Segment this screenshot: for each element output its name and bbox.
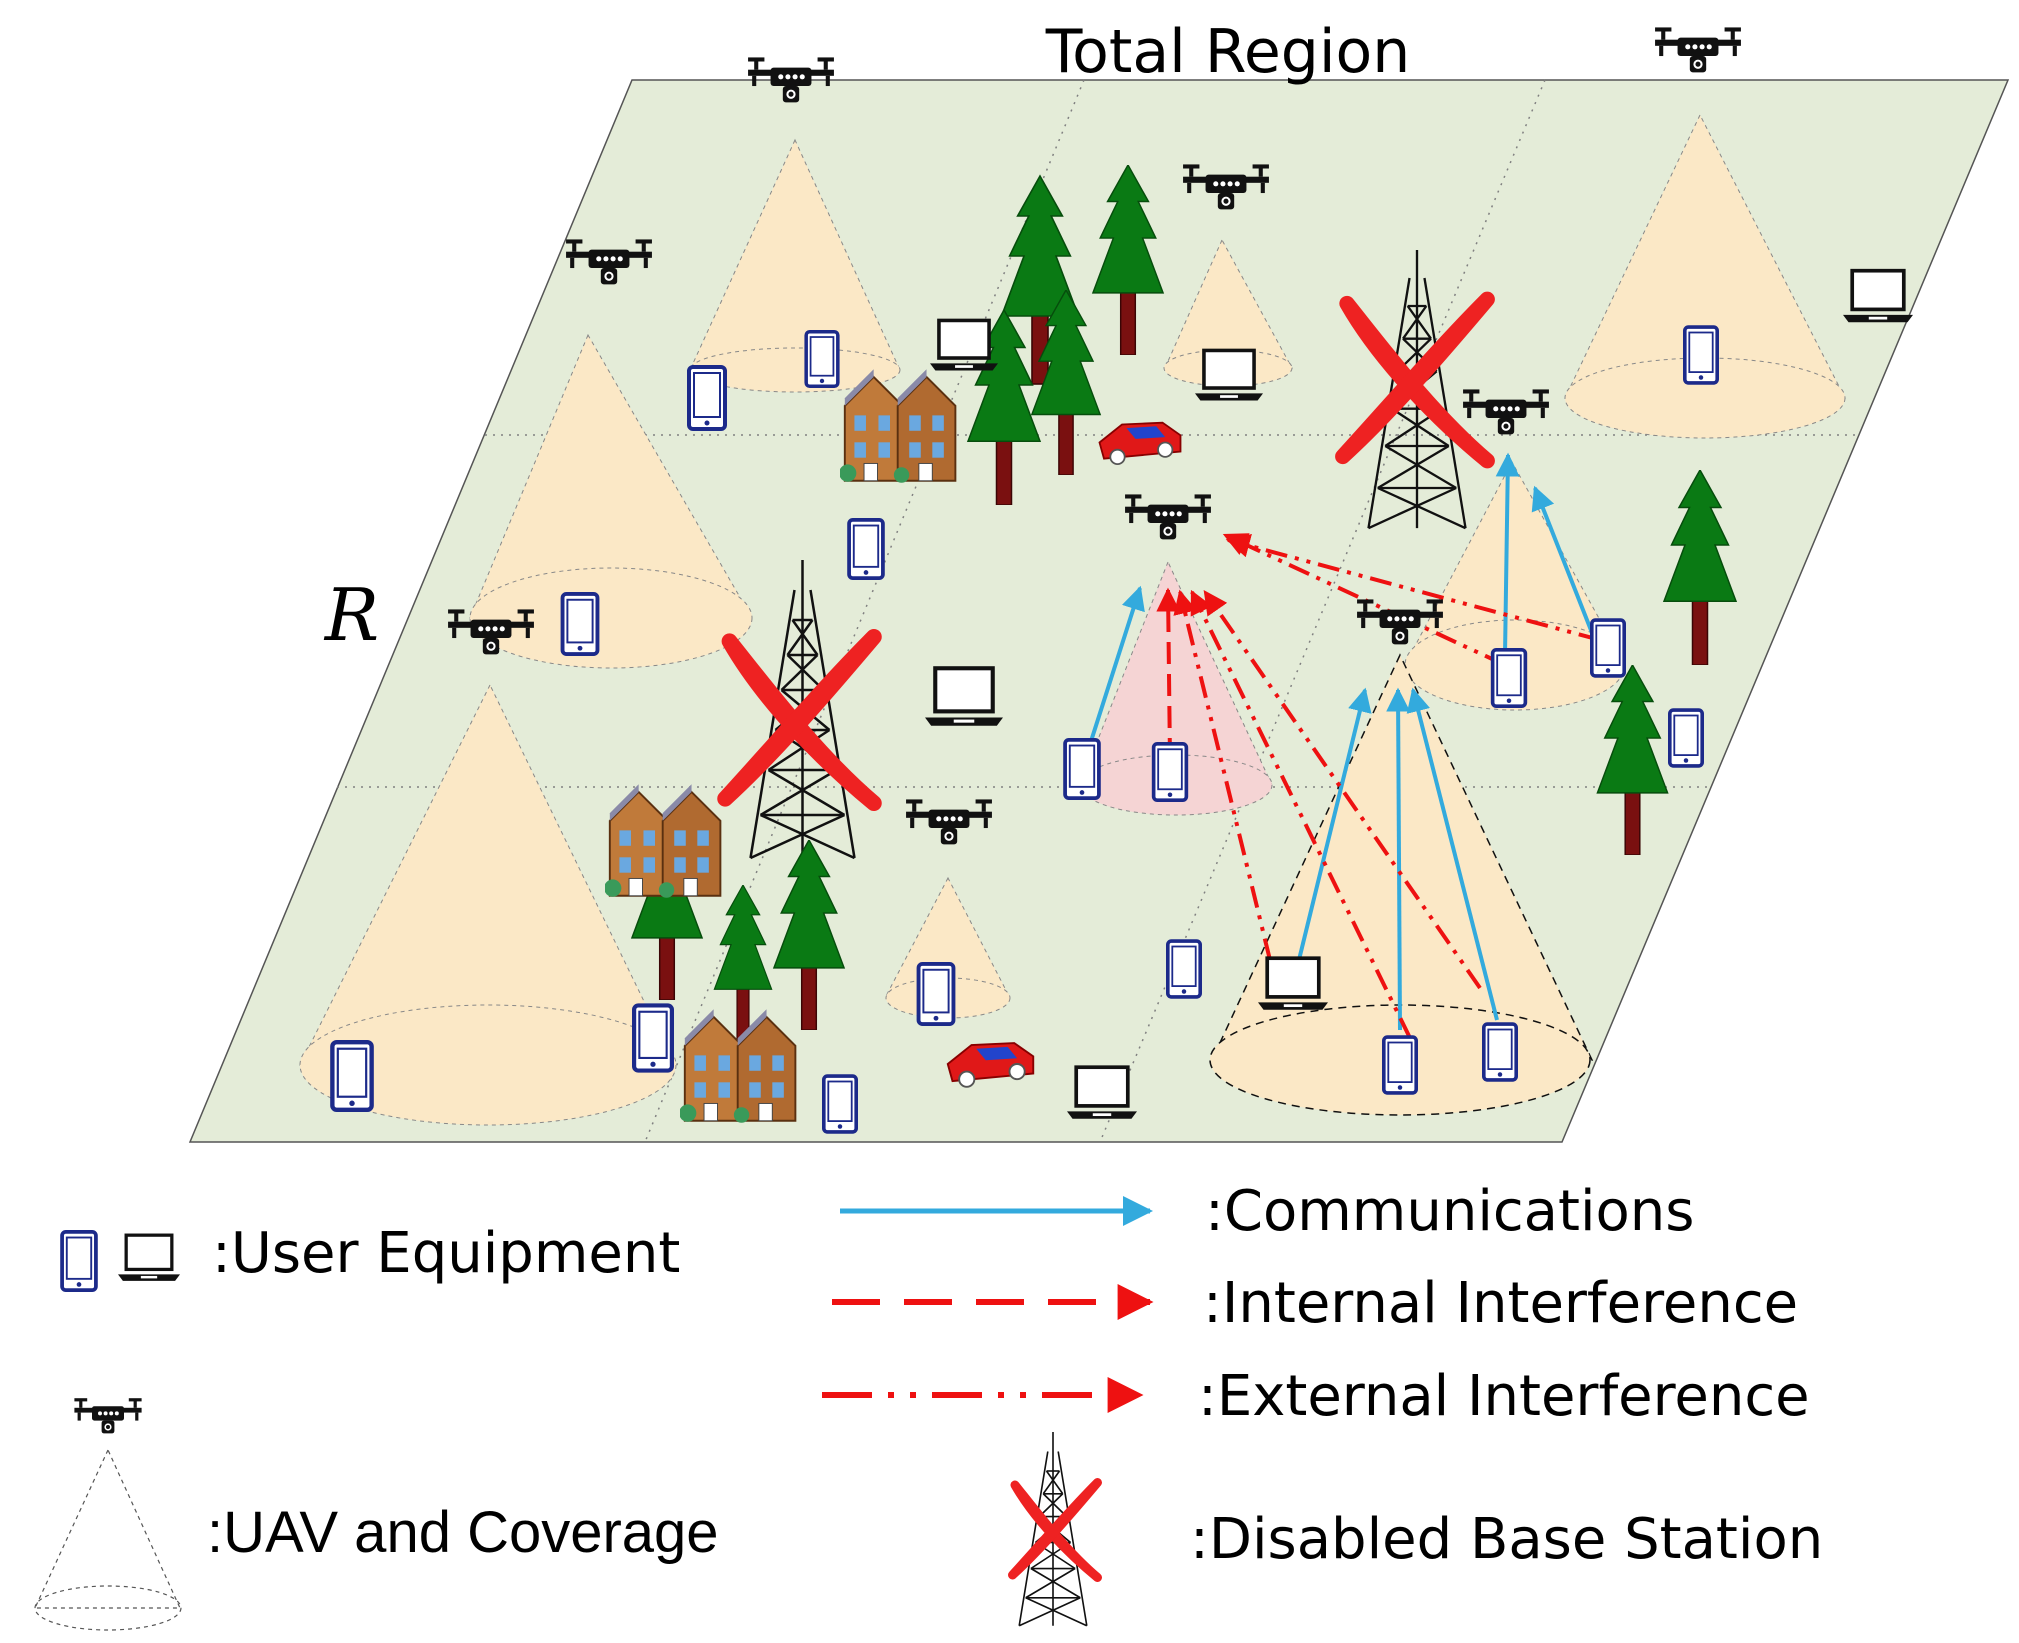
phone-icon [1166,939,1202,999]
phone-icon [1482,1022,1518,1082]
uav-icon [1655,27,1741,73]
legend-disabled-base-station: :Disabled Base Station [1013,1432,1823,1627]
phone-icon [916,962,956,1026]
legend-label-user-equipment: :User Equipment [212,1221,680,1286]
legend-internal-interference: :Internal Interference [832,1271,1798,1336]
legend-label-external-interference: :External Interference [1198,1364,1810,1429]
coverage-cones [299,113,1846,1126]
legend-label-communications: :Communications [1205,1179,1694,1244]
phone-icon [62,1232,96,1290]
laptop-icon [118,1233,180,1283]
legend-user-equipment: :User Equipment [62,1221,680,1290]
phone-icon [847,518,885,580]
communication-links [1083,452,1600,1031]
uav-icon [74,1398,142,1434]
uav-coverage-cone [469,333,753,669]
disabled-x-icon [1013,1483,1098,1578]
legend-communications: :Communications [840,1179,1694,1244]
phone-icon [1668,708,1704,768]
legend-label-uav-coverage: :UAV and Coverage [207,1500,719,1565]
phone-icon [332,1042,371,1110]
phone-icon [1490,648,1528,708]
region-title: Total Region [1045,17,1411,87]
region-side-label: R [323,573,379,657]
phone-icon [560,592,600,656]
uav-coverage-cone [689,138,901,393]
phone-icon [634,1005,672,1070]
legend-label-disabled-base-station: :Disabled Base Station [1190,1507,1823,1572]
phone-icon [1590,618,1626,678]
legend-label-internal-interference: :Internal Interference [1203,1271,1798,1336]
phone-icon [804,330,840,388]
uav-coverage-cone [299,683,677,1126]
phone-icon [1683,325,1719,385]
grid-lines [337,79,1858,1143]
phone-icon [1063,738,1101,800]
legend: :User Equipment :UAV and Coverage :Commu… [34,1179,1823,1631]
external-interference-links [1173,533,1601,1039]
internal-interference-links [1156,587,1181,761]
legend-external-interference: :External Interference [822,1364,1810,1429]
phone-icon [1151,742,1189,802]
phone-icon [1382,1035,1418,1095]
phone-icon [822,1074,858,1134]
phone-icon [687,365,727,431]
legend-uav-coverage: :UAV and Coverage [34,1398,719,1631]
uav-coverage-cone [1564,113,1846,439]
